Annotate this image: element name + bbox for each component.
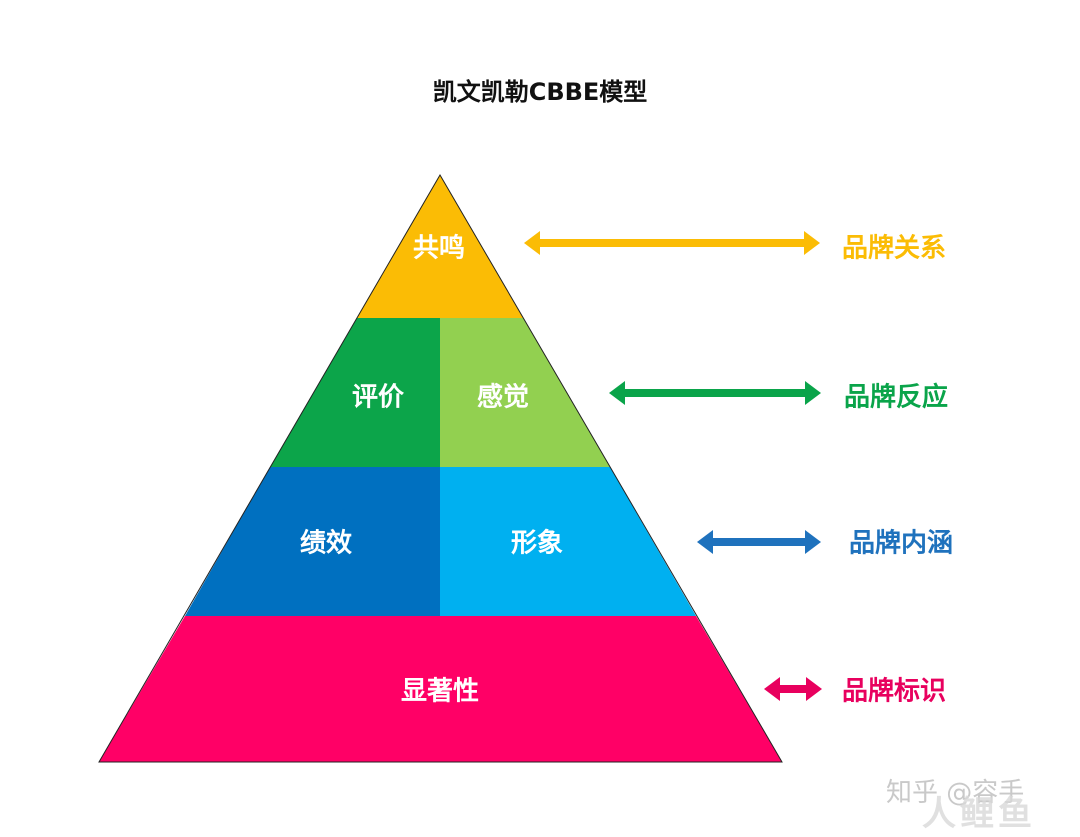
side-label-brand-responses: 品牌反应 — [844, 382, 949, 413]
watermark-logo: 人鲤鱼 — [922, 794, 1036, 834]
arrow-brand-identity — [764, 677, 822, 701]
label-judgments: 评价 — [351, 382, 405, 413]
label-salience: 显著性 — [400, 676, 480, 707]
feelings-segment — [440, 318, 610, 467]
side-label-brand-meaning: 品牌内涵 — [849, 528, 954, 559]
label-feelings: 感觉 — [476, 382, 530, 413]
label-resonance: 共鸣 — [412, 233, 466, 264]
arrow-brand-responses — [609, 381, 821, 405]
judgments-segment — [270, 318, 440, 467]
watermark-text: 知乎 @容手 — [886, 778, 1025, 808]
apex-segment — [357, 175, 523, 318]
diagram-title: 凯文凯勒CBBE模型 — [432, 78, 648, 106]
side-label-brand-relationships: 品牌关系 — [842, 233, 947, 264]
label-imagery: 形象 — [510, 528, 564, 559]
arrow-brand-relationships — [524, 231, 820, 255]
pyramid-outline — [98, 174, 783, 763]
watermark: 知乎 @容手 人鲤鱼 — [886, 766, 1056, 834]
imagery-segment — [440, 467, 696, 616]
side-label-brand-identity: 品牌标识 — [842, 676, 947, 707]
salience-segment — [99, 616, 782, 762]
label-performance: 绩效 — [299, 528, 353, 559]
arrow-brand-meaning — [697, 530, 821, 554]
